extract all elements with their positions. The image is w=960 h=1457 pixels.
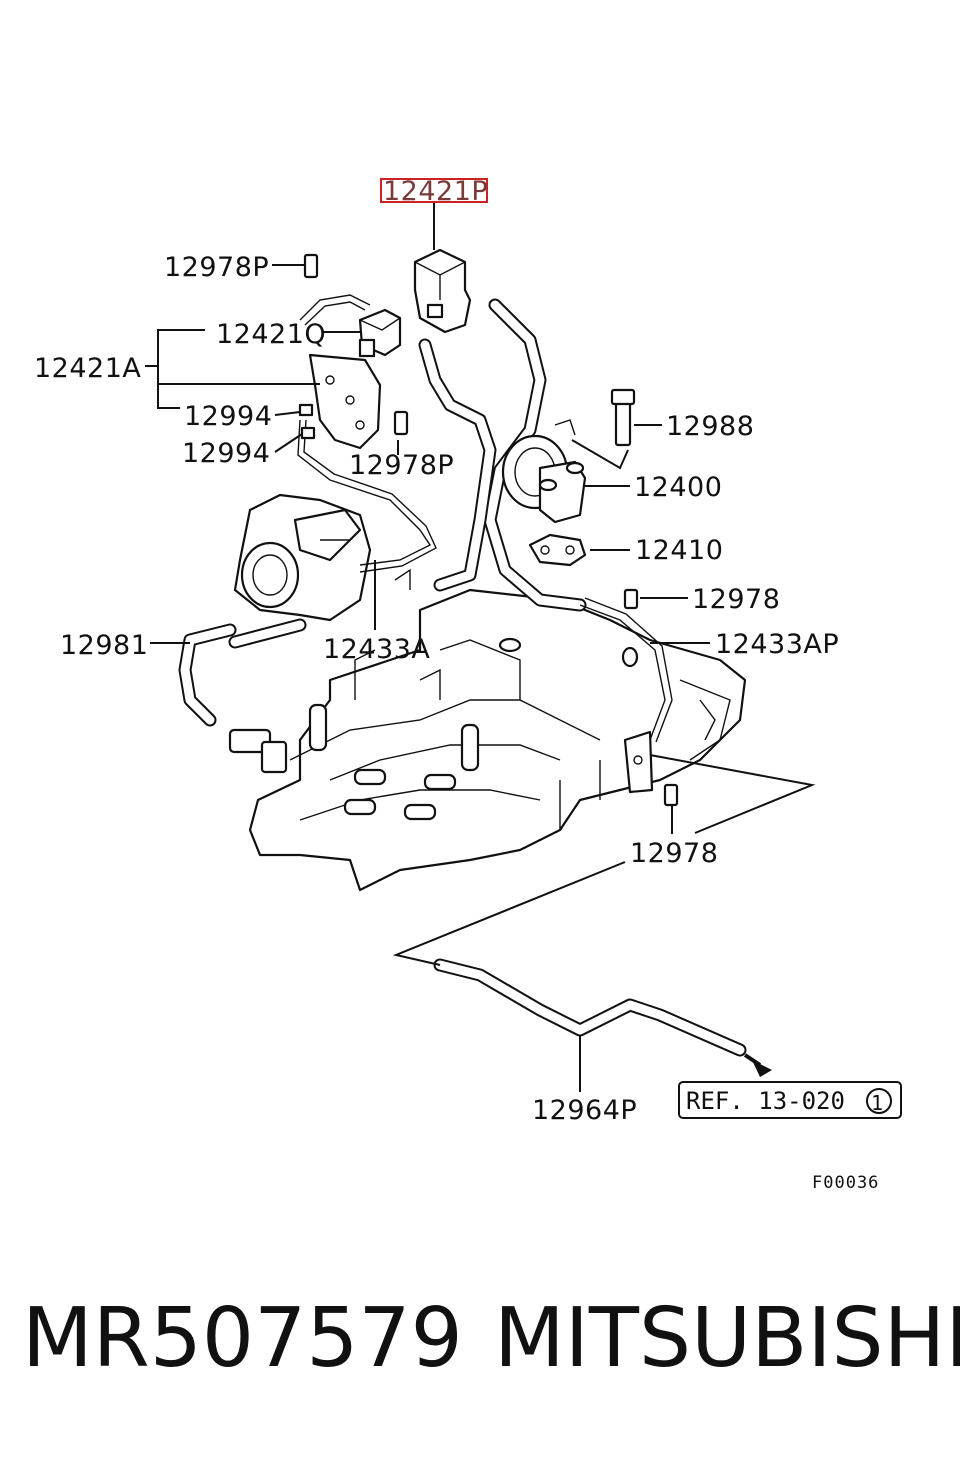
callout-12994-b[interactable]: 12994	[182, 438, 270, 469]
callout-12433A[interactable]: 12433A	[323, 634, 430, 665]
callout-12421Q[interactable]: 12421Q	[216, 319, 326, 350]
solenoid-valve-12421P	[413, 248, 472, 334]
brand-name: MITSUBISHI	[494, 1291, 960, 1386]
bolts	[303, 253, 679, 807]
callout-12981[interactable]: 12981	[60, 630, 148, 661]
callout-12421A[interactable]: 12421A	[34, 353, 141, 384]
reference-circled-number: 1	[871, 1091, 883, 1115]
reference-box[interactable]: REF. 13-020 1	[678, 1081, 902, 1119]
part-number: MR507579	[22, 1291, 463, 1386]
pipe-bracket	[623, 730, 654, 794]
callout-12978-b[interactable]: 12978	[630, 838, 718, 869]
figure-code: F00036	[812, 1173, 879, 1193]
solenoid-valve-12421Q	[358, 308, 402, 358]
callout-12994-a[interactable]: 12994	[184, 401, 272, 432]
highlight-box	[380, 178, 488, 203]
callout-12400[interactable]: 12400	[634, 472, 722, 503]
reference-text: REF. 13-020	[686, 1087, 845, 1115]
reference-circle	[866, 1088, 892, 1114]
callout-12978P-mid[interactable]: 12978P	[349, 450, 454, 481]
callout-12410[interactable]: 12410	[635, 535, 723, 566]
intake-manifold-drawing	[228, 493, 747, 892]
callout-labels: 12421P 12978P 12421Q 12421A 12994 12994 …	[34, 176, 839, 1126]
valve-bracket	[298, 353, 382, 450]
callout-12978-a[interactable]: 12978	[692, 584, 780, 615]
leader-lines	[145, 203, 816, 1092]
egr-gasket-12410	[528, 533, 587, 567]
callout-12978P-top[interactable]: 12978P	[164, 252, 269, 283]
egr-valve-12400	[501, 434, 587, 524]
callout-12433AP[interactable]: 12433AP	[715, 629, 839, 660]
hose-12964P	[433, 958, 772, 1077]
callout-12988[interactable]: 12988	[666, 411, 754, 442]
callout-12421P[interactable]: 12421P	[383, 176, 488, 207]
callout-12964P[interactable]: 12964P	[532, 1095, 637, 1126]
vacuum-hoses	[178, 294, 673, 743]
